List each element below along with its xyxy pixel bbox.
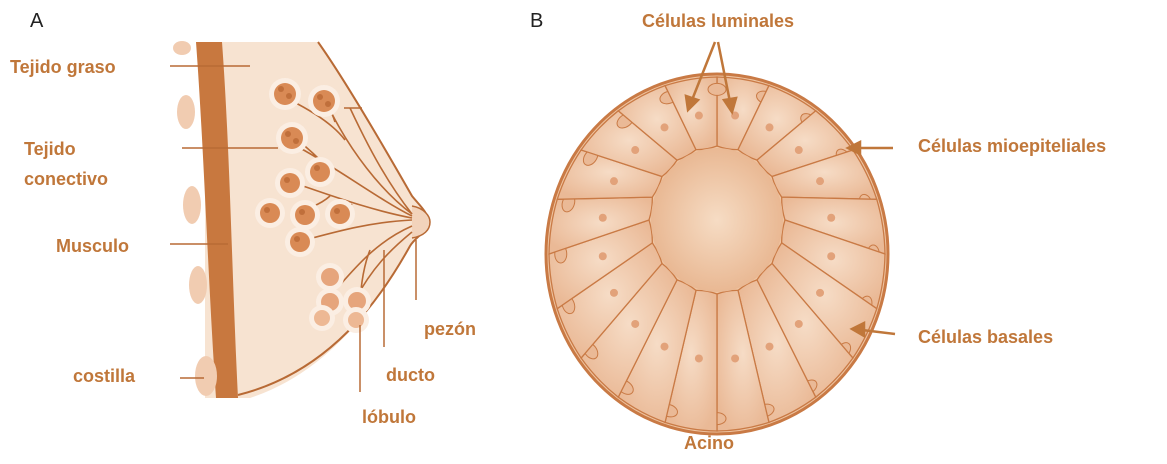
lobule [309, 305, 335, 331]
lobule [325, 199, 355, 229]
cell-nucleus [731, 354, 739, 362]
cell-nucleus [695, 112, 703, 120]
rib [189, 266, 207, 304]
cell-nucleus [661, 123, 669, 131]
lobule [276, 122, 308, 154]
panel-b-label: B [530, 10, 543, 33]
acinus [546, 74, 888, 434]
label-celulas-basales: Células basales [918, 326, 1053, 348]
lobule [290, 200, 320, 230]
cell-nucleus [827, 252, 835, 260]
lobule [255, 198, 285, 228]
cell-nucleus [599, 214, 607, 222]
lobule [343, 307, 369, 333]
label-tejido-graso: Tejido graso [10, 56, 116, 78]
acinus-lumen [651, 148, 783, 292]
lobule [305, 157, 335, 187]
label-celulas-luminales: Células luminales [642, 10, 794, 32]
label-tejido-conectivo-line1: Tejido [24, 134, 76, 164]
label-celulas-mioepiteliales: Células mioepiteliales [918, 135, 1106, 157]
rib [195, 356, 217, 396]
label-musculo: Musculo [56, 235, 129, 257]
nipple [412, 206, 430, 238]
label-acino: Acino [684, 432, 734, 454]
lobule [275, 168, 305, 198]
rib [177, 95, 195, 129]
cell-nucleus [661, 343, 669, 351]
lobule [269, 78, 301, 110]
cell-nucleus [765, 343, 773, 351]
lobule [308, 85, 340, 117]
cell-nucleus [816, 289, 824, 297]
cell-nucleus [765, 123, 773, 131]
panel-a-label: A [30, 10, 43, 33]
label-costilla: costilla [73, 365, 135, 387]
cell-nucleus [599, 252, 607, 260]
cell-nucleus [695, 354, 703, 362]
rib [183, 186, 201, 224]
lobule [285, 227, 315, 257]
cell-nucleus [631, 320, 639, 328]
cell-nucleus [795, 146, 803, 154]
label-ducto: ducto [386, 364, 435, 386]
cell-nucleus [827, 214, 835, 222]
breast-section [170, 41, 430, 398]
cell-nucleus [816, 177, 824, 185]
cell-nucleus [795, 320, 803, 328]
cell-nucleus [610, 177, 618, 185]
label-tejido-conectivo-line2: conectivo [24, 164, 108, 194]
label-lobulo: lóbulo [362, 406, 416, 428]
label-pezon: pezón [424, 318, 476, 340]
rib [173, 41, 191, 55]
cell-nucleus [631, 146, 639, 154]
basal-cell [708, 83, 726, 95]
lobule [316, 263, 344, 291]
cell-nucleus [610, 289, 618, 297]
